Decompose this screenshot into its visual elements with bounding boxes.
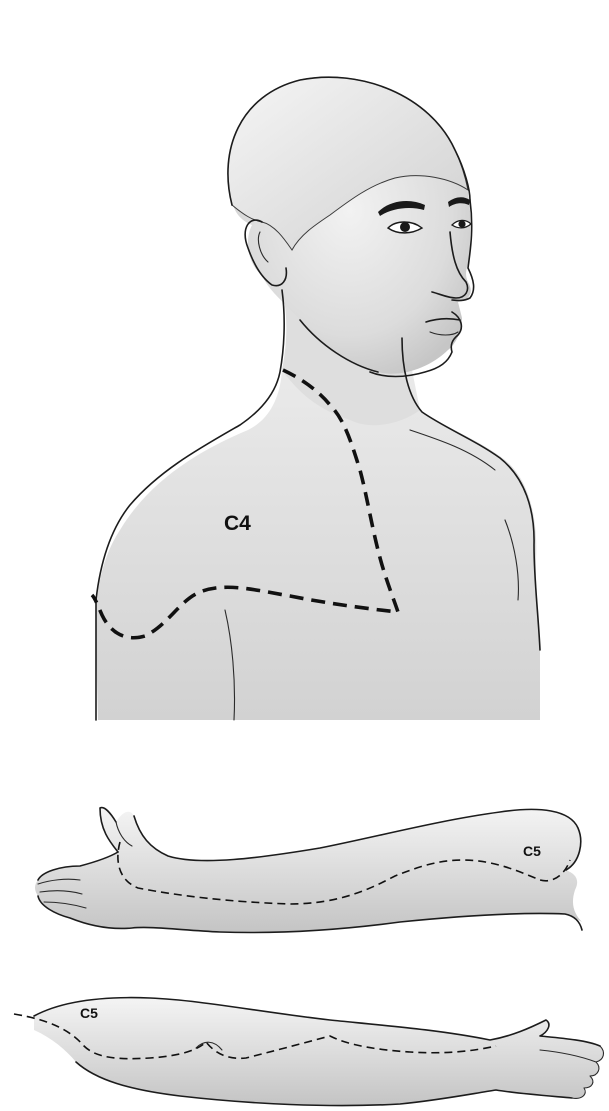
torso-figure: C4 [92,77,540,720]
arm-figure-lower: C5 [14,998,603,1106]
arm-lower-body [34,998,603,1106]
label-c4: C4 [224,512,251,535]
label-c5-upper: C5 [523,843,541,859]
label-c5-lower: C5 [80,1005,98,1021]
arm-figure-upper: C5 [35,808,582,933]
